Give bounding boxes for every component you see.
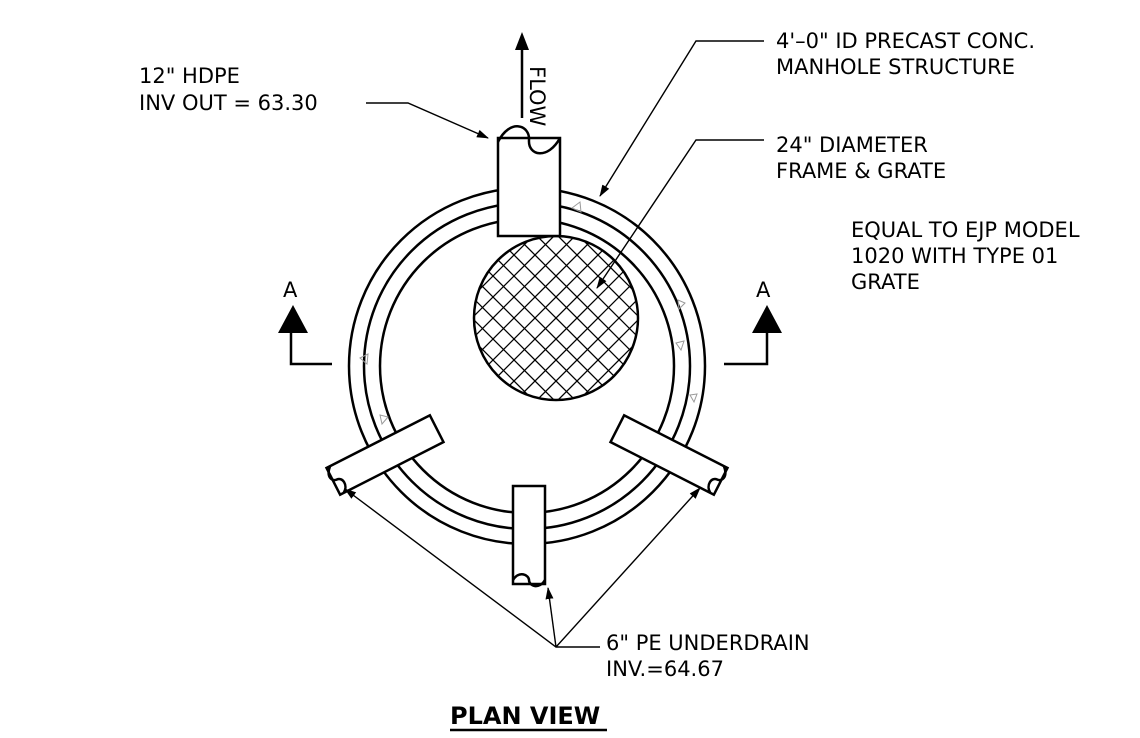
leader-underdrain — [344, 487, 701, 648]
manhole-callout-line2: MANHOLE STRUCTURE — [776, 55, 1015, 79]
leader-frame — [596, 139, 764, 289]
frame-callout-line1: 24" DIAMETER — [776, 133, 928, 157]
hdpe-callout-line2: INV OUT = 63.30 — [139, 91, 318, 115]
flow-arrow: FLOW — [515, 32, 549, 127]
underdrain-pipe-right — [608, 413, 730, 497]
underdrain-callout-line2: INV.=64.67 — [606, 657, 724, 681]
equal-note-line2: 1020 WITH TYPE 01 — [851, 244, 1058, 268]
grate-hatch-line — [474, 236, 605, 400]
underdrain-pipe-bottom — [511, 484, 547, 588]
frame-callout-line2: FRAME & GRATE — [776, 159, 946, 183]
grate-hatch-line — [474, 236, 542, 400]
grate-hatch-line — [474, 236, 563, 400]
section-marker-right: A — [724, 278, 782, 366]
grate-hatch-line — [474, 236, 542, 400]
grate-hatch-line — [507, 236, 638, 400]
underdrain-callout-line1: 6" PE UNDERDRAIN — [606, 631, 810, 655]
manhole-callout-line1: 4'–0" ID PRECAST CONC. — [776, 29, 1035, 53]
grate-hatch-line — [549, 236, 638, 400]
outlet-pipe — [496, 125, 562, 238]
plan-view-title-text: PLAN VIEW — [450, 702, 600, 730]
leader-hdpe — [366, 102, 489, 139]
section-marker-left: A — [278, 278, 332, 366]
section-label-left: A — [283, 278, 298, 302]
grate-hatch-line — [474, 236, 584, 400]
grate-hatch-line — [474, 236, 563, 400]
grate-hatch-line — [570, 236, 638, 400]
flow-label: FLOW — [525, 66, 549, 127]
plan-view-title: PLAN VIEW — [450, 702, 607, 732]
grate-hatch-line — [528, 236, 638, 400]
section-label-right: A — [756, 278, 771, 302]
grate-hatch-line — [570, 236, 638, 400]
underdrain-pipe-left — [324, 413, 446, 497]
equal-note-line3: GRATE — [851, 270, 920, 294]
equal-note-line1: EQUAL TO EJP MODEL — [851, 218, 1080, 242]
leader-manhole — [599, 40, 764, 197]
hdpe-callout-line1: 12" HDPE — [139, 64, 240, 88]
frame-and-grate — [472, 234, 640, 402]
grate-hatch-line — [549, 236, 638, 400]
